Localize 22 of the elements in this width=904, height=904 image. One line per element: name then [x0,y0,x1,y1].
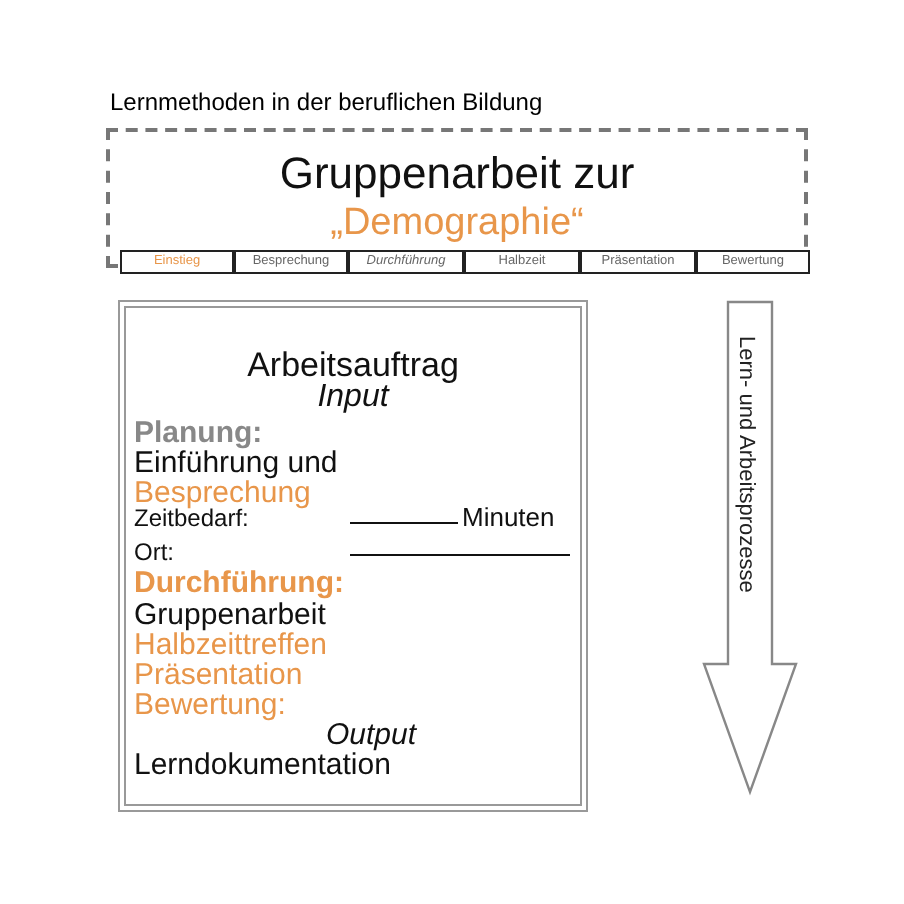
unit-label: Minuten [462,504,555,530]
step-text: Besprechung [134,478,311,508]
step-text: Lerndokumentation [134,750,391,780]
step-text: Präsentation [134,660,303,690]
heading: Gruppenarbeit zur [277,152,637,196]
arrow-label: Lern- und Arbeitsprozesse [734,336,756,593]
step-text: Bewertung: [134,690,286,720]
output-label: Output [326,720,417,750]
section-heading: Planung: [134,418,263,448]
field-label: Zeitbedarf: [134,506,249,530]
dashed-frame [106,128,808,268]
subheading: „Demographie“ [328,204,586,242]
task-card [118,300,588,812]
step-text: Halbzeittreffen [134,630,327,660]
section-heading: Durchführung: [134,568,344,598]
step-text: Einführung und [134,448,338,478]
card-heading: Arbeitsauftrag [245,348,461,382]
step-text: Gruppenarbeit [134,600,326,630]
field-label: Ort: [134,540,174,564]
process-arrow [700,300,800,796]
diagram-title: Lernmethoden in der beruflichen Bildung [110,90,543,114]
input-label: Input [317,382,390,414]
